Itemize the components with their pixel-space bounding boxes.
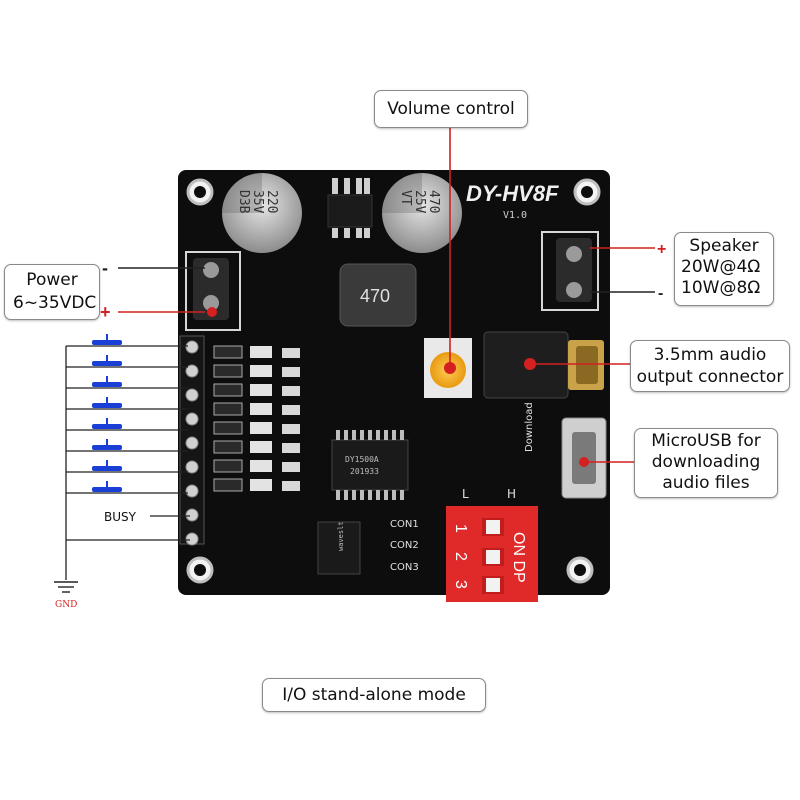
smd-pad	[250, 422, 272, 434]
cap-right-code: VT	[398, 190, 413, 206]
header-pin	[185, 532, 199, 546]
smd-cap	[282, 443, 300, 453]
dip-num-2: 2	[452, 552, 469, 561]
smd-pad	[250, 346, 272, 358]
smd-resistor	[213, 440, 243, 454]
smd-resistor	[213, 459, 243, 473]
push-button	[92, 466, 122, 471]
cap-left-code: D3B	[236, 190, 251, 214]
con1-label: CON1	[390, 519, 419, 530]
cap-left-val: 220	[264, 190, 279, 213]
smd-pad	[250, 460, 272, 472]
header-pin	[185, 508, 199, 522]
leader-lines	[118, 128, 655, 467]
mode-caption: I/O stand-alone mode	[262, 678, 486, 712]
dip-l-label: L	[462, 487, 469, 501]
power-minus-mark: -	[102, 258, 108, 278]
main-chip	[331, 430, 409, 500]
dip-num-1: 1	[452, 524, 469, 533]
smd-cap	[282, 348, 300, 358]
inductor-label: 470	[360, 286, 390, 306]
con3-label: CON3	[390, 562, 419, 573]
smd-resistor	[213, 421, 243, 435]
push-button	[92, 361, 122, 366]
push-button	[92, 445, 122, 450]
smd-pad	[250, 403, 272, 415]
speaker-plus-mark: +	[657, 241, 666, 258]
top-ic	[327, 178, 373, 238]
push-button	[92, 487, 122, 492]
smd-cap	[282, 462, 300, 472]
busy-label: BUSY	[104, 510, 137, 524]
pcb-board	[178, 170, 610, 602]
audio-leader-dot	[524, 358, 536, 370]
smd-resistor	[213, 345, 243, 359]
con2-label: CON2	[390, 540, 419, 551]
cap-right-val: 470	[426, 190, 441, 213]
audio-jack	[483, 331, 604, 399]
microusb-label: MicroUSB for downloading audio files	[634, 428, 778, 498]
speaker-terminal	[541, 231, 599, 311]
audio-output-label: 3.5mm audio output connector	[630, 340, 790, 392]
dip-h-label: H	[507, 487, 516, 501]
smd-cap	[282, 405, 300, 415]
ground-symbol	[54, 581, 78, 593]
power-terminal	[185, 251, 241, 331]
mounting-holes	[186, 178, 601, 584]
gnd-label: GND	[55, 600, 77, 610]
smd-pad	[250, 384, 272, 396]
board-model-label: DY-HV8F	[466, 181, 559, 206]
smd-cap	[282, 386, 300, 396]
speaker-label: Speaker 20W@4Ω 10W@8Ω	[674, 232, 774, 306]
button-wiring	[65, 346, 190, 580]
push-button	[92, 382, 122, 387]
smd-cap	[282, 424, 300, 434]
smd-resistor	[213, 383, 243, 397]
smd-cap	[282, 481, 300, 491]
smd-pad	[250, 441, 272, 453]
smd-cap	[282, 367, 300, 377]
dip-switch	[446, 506, 538, 602]
header-pin	[185, 460, 199, 474]
ic2-label: waveslt	[337, 521, 345, 551]
push-button	[92, 340, 122, 345]
dip-num-3: 3	[452, 580, 469, 589]
smd-pad	[250, 365, 272, 377]
smd-resistor	[213, 478, 243, 492]
download-label: Download	[524, 402, 535, 452]
push-button	[92, 424, 122, 429]
smd-resistor	[213, 402, 243, 416]
header-pin	[185, 364, 199, 378]
smd-pad	[250, 479, 272, 491]
header-pin	[185, 340, 199, 354]
push-button	[92, 403, 122, 408]
chip-label-2: 201933	[350, 467, 379, 476]
flash-ic	[317, 521, 361, 575]
power-plus-dot	[207, 307, 217, 317]
usb-leader-dot	[579, 457, 589, 467]
speaker-minus-mark: -	[658, 285, 663, 302]
volume-control-label: Volume control	[374, 90, 528, 128]
capacitor-220uf	[222, 173, 302, 253]
header-pin	[185, 436, 199, 450]
smd-resistor	[213, 364, 243, 378]
cap-left-v: 35V	[250, 190, 265, 214]
board-version-label: V1.0	[503, 210, 527, 221]
volume-leader-dot	[444, 362, 456, 374]
inductor-470	[339, 263, 417, 327]
header-pin	[185, 412, 199, 426]
cap-right-v: 25V	[412, 190, 427, 214]
header-pin	[185, 484, 199, 498]
chip-label: DY1500A	[345, 455, 379, 464]
power-plus-mark: +	[100, 302, 111, 322]
header-pin	[185, 388, 199, 402]
power-label: Power 6~35VDC	[4, 264, 100, 320]
capacitor-470uf	[382, 173, 462, 253]
dip-on-label: ON DP	[510, 532, 527, 583]
